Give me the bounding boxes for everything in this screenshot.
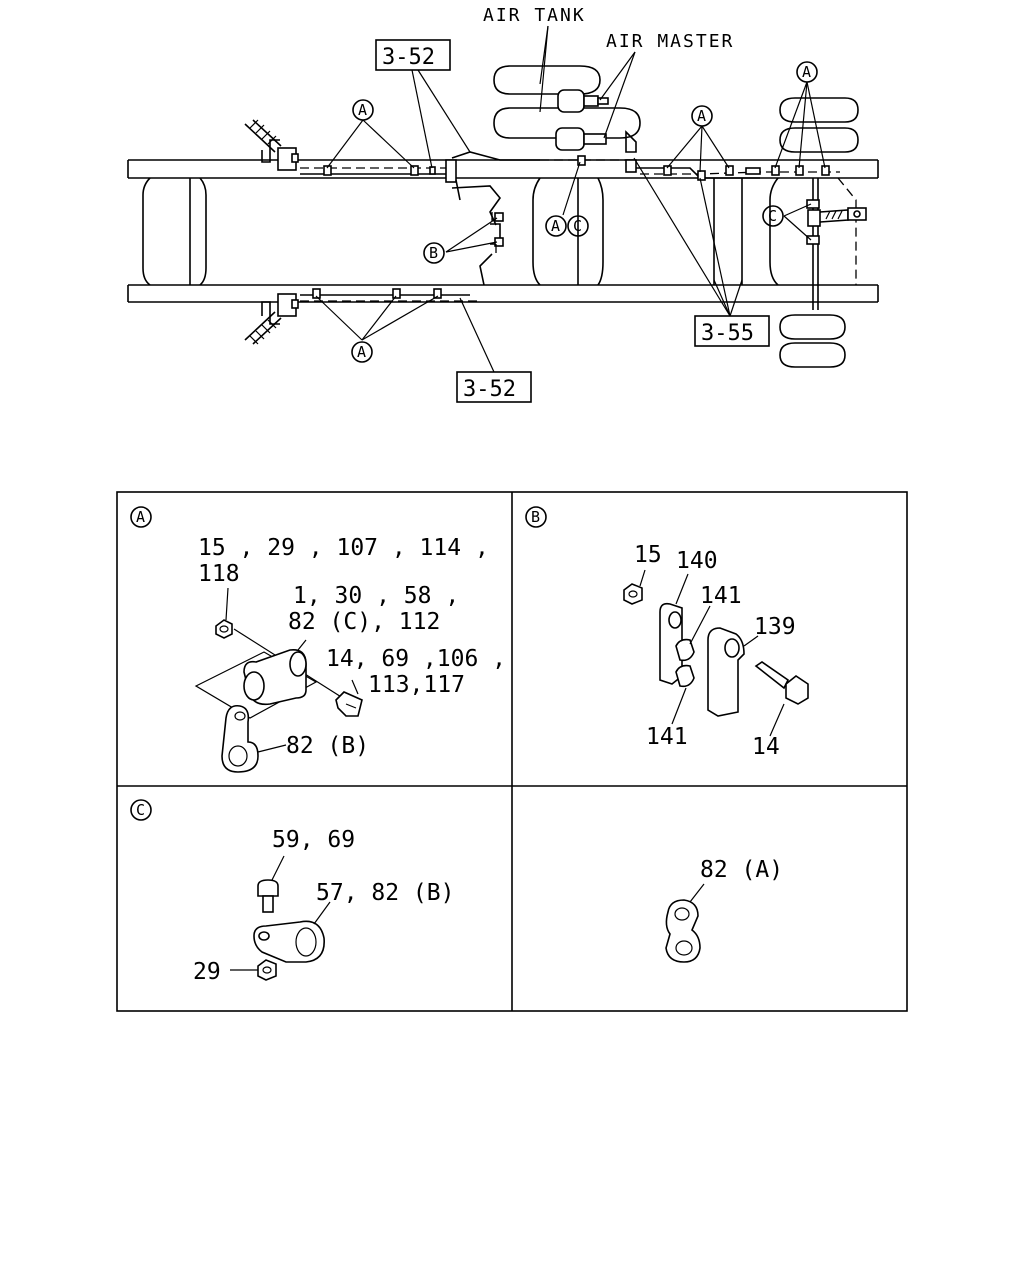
detail-b-p14: 14 — [752, 734, 780, 760]
callout-a-lower: A — [351, 341, 373, 363]
ref-box-3-55[interactable]: 3-55 — [694, 315, 770, 347]
callout-a-top-left: A — [352, 99, 374, 121]
rear-air-tank-1 — [779, 97, 859, 123]
callout-a-right: A — [796, 61, 818, 83]
ref-3-55-text: 3-55 — [701, 321, 754, 346]
callout-a-center: A — [691, 105, 713, 127]
brake-pipe-lower — [300, 288, 480, 302]
callout-b: B — [423, 242, 445, 264]
air-master-label: AIR MASTER — [606, 31, 734, 52]
detail-b-marker: B — [525, 506, 547, 528]
detail-a-line6: 113,117 — [368, 672, 465, 698]
detail-a-line1: 15 , 29 , 107 , 114 , — [198, 535, 489, 561]
detail-b-p140: 140 — [676, 548, 718, 574]
svg-text:C: C — [573, 217, 582, 235]
front-spring-lower — [244, 301, 282, 345]
detail-b: B 15 140 141 139 141 14 — [525, 506, 809, 760]
detail-grid — [116, 491, 908, 1012]
brake-pipe-upper — [300, 165, 450, 176]
detail-c-marker: C — [130, 799, 152, 821]
svg-text:A: A — [136, 508, 145, 526]
screw-icon — [257, 855, 285, 913]
svg-text:A: A — [551, 217, 560, 235]
svg-text:A: A — [357, 343, 366, 361]
clamp-icon — [243, 639, 307, 706]
svg-text:A: A — [358, 101, 367, 119]
detail-a: A 15 , 29 , 107 , 114 , 118 1, 30 , 58 ,… — [130, 506, 506, 773]
ref-3-52-bottom-text: 3-52 — [463, 377, 516, 402]
brake-pipe-rear — [540, 155, 840, 285]
p-clamp-icon — [253, 901, 331, 963]
svg-text:C: C — [136, 801, 145, 819]
svg-text:A: A — [697, 107, 706, 125]
detail-d: 82 (A) — [665, 857, 783, 963]
callout-a-middle: A — [545, 215, 567, 237]
detail-a-line7: 82 (B) — [286, 733, 369, 759]
leader-lines — [315, 25, 826, 373]
detail-a-marker: A — [130, 506, 152, 528]
air-tank-upper — [493, 65, 601, 95]
frame-rail-lower — [127, 284, 879, 303]
detail-d-p82a: 82 (A) — [700, 857, 783, 883]
detail-a-line2: 118 — [198, 561, 240, 587]
rear-air-tank-4 — [779, 342, 846, 368]
detail-a-line5: 14, 69 ,106 , — [326, 646, 506, 672]
bracket-140-icon — [659, 573, 689, 685]
clip-141-icon — [671, 605, 711, 725]
loop-clamp-icon — [221, 704, 287, 773]
callout-c-right: C — [762, 205, 784, 227]
detail-b-p139: 139 — [754, 614, 796, 640]
detail-b-p141-bottom: 141 — [646, 724, 688, 750]
pipe-routing-center — [445, 151, 540, 286]
nut-icon — [623, 569, 646, 605]
chassis-overview: AIR TANK AIR MASTER 3-52 3-52 3-55 A A A — [127, 5, 879, 403]
middle-cross-members — [532, 177, 779, 286]
bolt-icon — [754, 661, 809, 737]
detail-b-p141-top: 141 — [700, 583, 742, 609]
frame-rail-upper — [127, 159, 879, 179]
nut-icon — [230, 959, 277, 981]
detail-c-p59-69: 59, 69 — [272, 827, 355, 853]
detail-a-line3: 1, 30 , 58 , — [293, 583, 459, 609]
front-spring-upper — [244, 119, 282, 163]
ref-box-3-52-bottom[interactable]: 3-52 — [456, 371, 532, 403]
bracket-139-icon — [707, 627, 759, 717]
detail-b-p15: 15 — [634, 542, 662, 568]
air-tank-lower — [493, 107, 641, 139]
ref-box-3-52-top[interactable]: 3-52 — [375, 39, 451, 71]
ref-3-52-top-text: 3-52 — [382, 45, 435, 70]
air-master-upper — [557, 89, 609, 113]
air-master-lower — [555, 127, 637, 153]
detail-c: C 59, 69 57, 82 (B) 29 — [130, 799, 454, 985]
detail-a-line4: 82 (C), 112 — [288, 609, 440, 635]
rear-axle-bracket — [806, 178, 867, 310]
detail-c-p29: 29 — [193, 959, 221, 985]
rear-air-tank-2 — [779, 127, 859, 153]
callout-c-middle: C — [567, 215, 589, 237]
svg-text:A: A — [802, 63, 811, 81]
svg-text:B: B — [531, 508, 540, 526]
svg-text:C: C — [768, 207, 777, 225]
front-cross-member — [142, 177, 207, 286]
bolt-icon — [335, 679, 363, 717]
rear-air-tank-3 — [779, 314, 846, 340]
clip-82a-icon — [665, 883, 705, 963]
detail-c-p57-82b: 57, 82 (B) — [316, 880, 454, 906]
svg-text:B: B — [429, 244, 438, 262]
air-tank-label: AIR TANK — [483, 5, 586, 26]
nut-icon — [215, 587, 233, 639]
